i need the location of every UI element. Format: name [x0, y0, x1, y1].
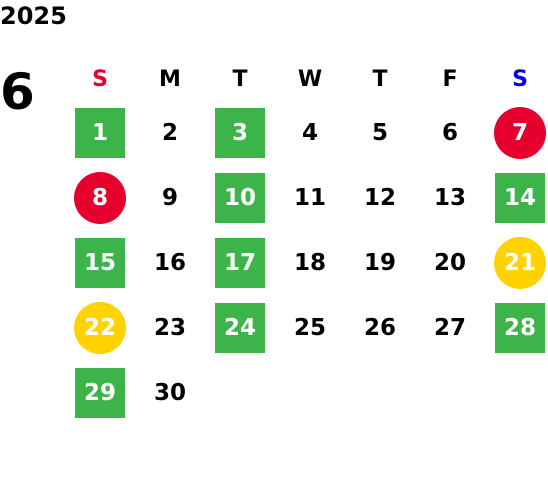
day-cell: 18: [275, 230, 345, 295]
weekday-cell: W: [275, 60, 345, 100]
day-cell: [345, 360, 415, 425]
day-number: 24: [215, 302, 265, 353]
day-number: 9: [161, 184, 178, 211]
day-number: 26: [363, 314, 396, 341]
day-number: 1: [75, 107, 125, 158]
day-cell: 4: [275, 100, 345, 165]
week-row: 22 23 24 25 26 27 28: [65, 295, 548, 360]
week-row: 8 9 10 11 12 13 14: [65, 165, 548, 230]
day-number: 6: [441, 119, 458, 146]
weekday-cell: S: [485, 60, 548, 100]
day-cell: [205, 360, 275, 425]
day-cell: 26: [345, 295, 415, 360]
day-cell: 21: [485, 230, 548, 295]
day-cell: 14: [485, 165, 548, 230]
day-cell: [415, 360, 485, 425]
calendar-month: 6: [0, 63, 35, 121]
weekday-label: T: [232, 67, 248, 92]
day-cell: 8: [65, 165, 135, 230]
day-cell: 9: [135, 165, 205, 230]
weekday-label: T: [372, 67, 388, 92]
day-number: 8: [74, 171, 126, 224]
day-number: 20: [433, 249, 466, 276]
weekday-label: S: [92, 67, 108, 92]
day-number: 4: [301, 119, 318, 146]
day-cell: 13: [415, 165, 485, 230]
day-cell: 12: [345, 165, 415, 230]
week-row: 1 2 3 4 5 6 7: [65, 100, 548, 165]
day-number: 30: [153, 379, 186, 406]
day-cell: 1: [65, 100, 135, 165]
day-number: 15: [75, 237, 125, 288]
day-cell: 24: [205, 295, 275, 360]
day-number: 17: [215, 237, 265, 288]
day-cell: 28: [485, 295, 548, 360]
day-number: 19: [363, 249, 396, 276]
weekday-cell: T: [345, 60, 415, 100]
day-cell: 3: [205, 100, 275, 165]
day-number: 25: [293, 314, 326, 341]
day-cell: 30: [135, 360, 205, 425]
day-number: 5: [371, 119, 388, 146]
day-cell: 5: [345, 100, 415, 165]
weekday-label: S: [512, 67, 528, 92]
day-cell: 29: [65, 360, 135, 425]
day-cell: 11: [275, 165, 345, 230]
day-number: 29: [75, 367, 125, 418]
day-number: 23: [153, 314, 186, 341]
day-cell: 19: [345, 230, 415, 295]
day-number: 11: [293, 184, 326, 211]
day-number: 13: [433, 184, 466, 211]
day-number: 27: [433, 314, 466, 341]
day-cell: 15: [65, 230, 135, 295]
day-number: 18: [293, 249, 326, 276]
day-number: 2: [161, 119, 178, 146]
day-cell: [275, 360, 345, 425]
day-number: 16: [153, 249, 186, 276]
day-cell: 23: [135, 295, 205, 360]
day-cell: 22: [65, 295, 135, 360]
day-number: 22: [74, 301, 126, 354]
week-row: 15 16 17 18 19 20 21: [65, 230, 548, 295]
day-number: 28: [495, 302, 545, 353]
day-cell: 6: [415, 100, 485, 165]
day-cell: 7: [485, 100, 548, 165]
day-cell: 17: [205, 230, 275, 295]
weekday-label: M: [159, 67, 181, 92]
calendar-year: 2025: [0, 2, 67, 30]
day-cell: 27: [415, 295, 485, 360]
day-cell: [485, 360, 548, 425]
weekday-label: W: [297, 67, 323, 92]
week-row: 29 30: [65, 360, 548, 425]
weekday-cell: M: [135, 60, 205, 100]
day-cell: 20: [415, 230, 485, 295]
day-number: 7: [494, 106, 546, 159]
day-number: 21: [494, 236, 546, 289]
day-cell: 25: [275, 295, 345, 360]
weekday-cell: F: [415, 60, 485, 100]
day-number: 10: [215, 172, 265, 223]
weekday-cell: S: [65, 60, 135, 100]
day-number: 12: [363, 184, 396, 211]
day-number: 3: [215, 107, 265, 158]
day-cell: 16: [135, 230, 205, 295]
day-cell: 2: [135, 100, 205, 165]
weekday-cell: T: [205, 60, 275, 100]
weekday-label: F: [442, 67, 458, 92]
day-number: 14: [495, 172, 545, 223]
day-cell: 10: [205, 165, 275, 230]
